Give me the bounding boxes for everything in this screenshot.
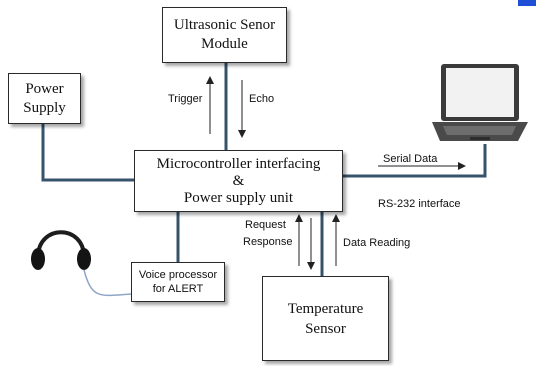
request-label: Request	[245, 219, 286, 231]
temperature-line-1: Temperature	[287, 300, 364, 317]
power-supply-label: Power Supply	[23, 80, 66, 116]
serial-data-label: Serial Data	[383, 153, 438, 165]
temperature-sensor-block: Temperature Sensor	[262, 276, 389, 361]
ultrasonic-label: Ultrasonic Senor Module	[173, 17, 276, 52]
serial-wire	[343, 144, 487, 178]
microcontroller-line-3: Power supply unit	[183, 189, 294, 206]
echo-label: Echo	[249, 93, 275, 105]
microcontroller-line-2: &	[232, 172, 245, 189]
trigger-label: Trigger	[168, 93, 203, 105]
laptop-icon	[432, 64, 528, 141]
headphones-icon	[31, 230, 133, 297]
power-supply-block: Power Supply	[8, 73, 81, 124]
microcontroller-block: Microcontroller interfacing & Power supp…	[134, 150, 343, 212]
voice-line-1: Voice processor	[138, 269, 218, 281]
microcontroller-line-1: Microcontroller interfacing	[156, 155, 321, 172]
ultrasonic-sensor-block: Ultrasonic Senor Module	[162, 7, 287, 63]
response-label: Response	[243, 236, 293, 248]
corner-link[interactable]	[518, 0, 536, 6]
power-supply-wire	[41, 124, 134, 182]
data-reading-label: Data Reading	[343, 237, 411, 249]
voice-line-2: for ALERT	[152, 283, 204, 295]
voice-processor-block: Voice processor for ALERT	[131, 262, 225, 302]
rs232-label: RS-232 interface	[378, 198, 461, 210]
temperature-line-2: Sensor	[305, 320, 346, 337]
